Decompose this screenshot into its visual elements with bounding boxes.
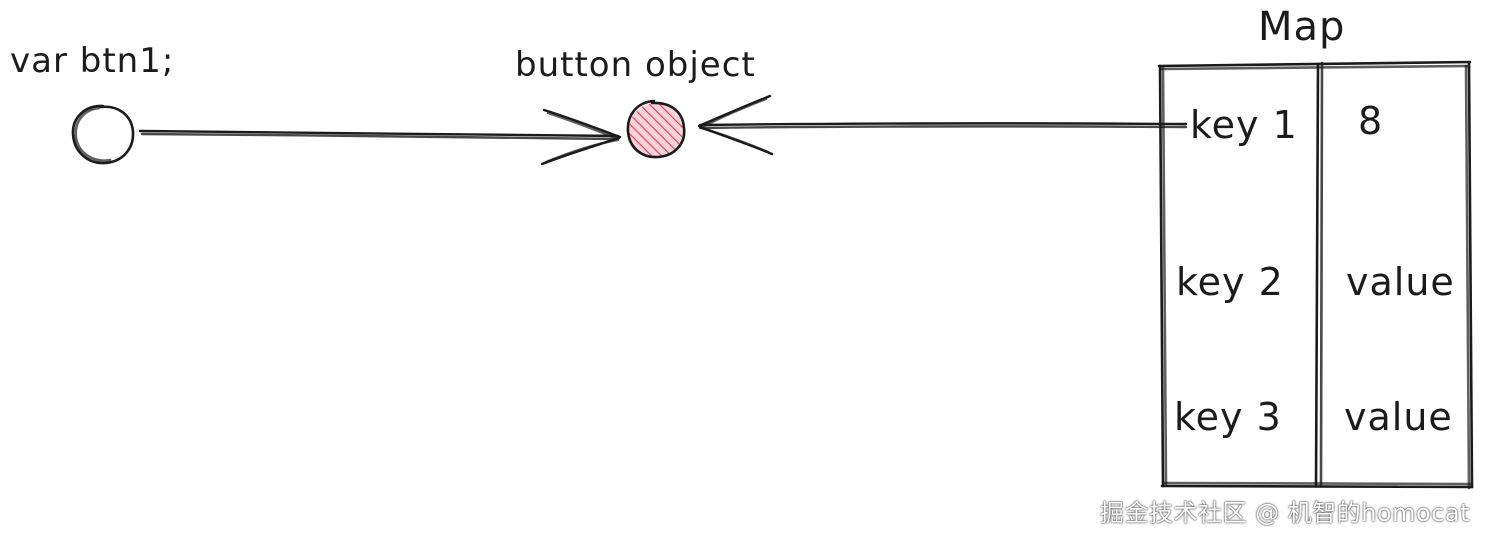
variable-node — [71, 104, 135, 165]
button-object-node — [626, 99, 686, 159]
map-row-1: key 1 8 — [1190, 99, 1383, 147]
map-key-cell: key 2 — [1176, 260, 1284, 304]
map-value-cell: value — [1346, 260, 1455, 304]
map-key-cell: key 3 — [1174, 395, 1282, 439]
map-row-3: key 3 value — [1174, 395, 1453, 439]
watermark: 掘金技术社区 @ 机智的homocat — [1099, 499, 1470, 527]
object-label: button object — [515, 45, 756, 85]
map-value-cell: value — [1344, 395, 1453, 439]
map-table — [1157, 60, 1474, 490]
variable-to-object-arrow — [138, 108, 622, 166]
map-key-cell: key 1 — [1190, 103, 1298, 147]
variable-label: var btn1; — [10, 41, 174, 81]
map-key-to-object-arrow — [697, 94, 1188, 156]
map-title: Map — [1258, 4, 1345, 50]
map-value-cell: 8 — [1358, 99, 1383, 143]
map-row-2: key 2 value — [1176, 260, 1455, 304]
